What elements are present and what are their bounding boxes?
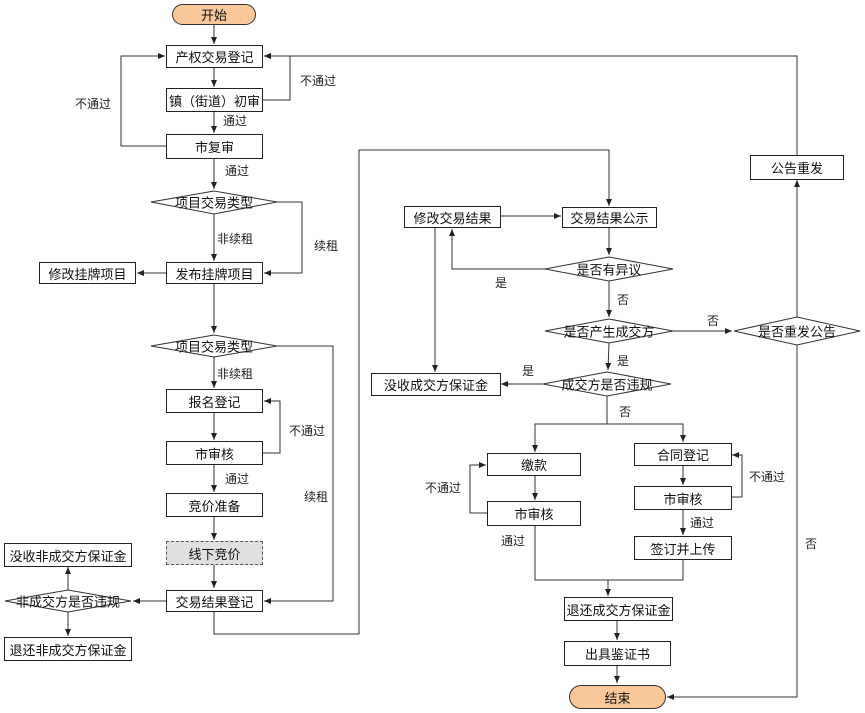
edge-label-renew1: 续租	[314, 239, 339, 253]
diamond-non-violate	[4, 589, 132, 613]
edge-label-fail-pay: 不通过	[425, 481, 462, 495]
box-city-check2: 市审核	[487, 501, 581, 526]
box-city-check1: 市审核	[166, 441, 263, 465]
edge-label-non-renew2: 非续租	[217, 367, 254, 381]
diamond-violate-label: 成交方是否违规	[561, 378, 653, 394]
diamond-deal-label: 是否产生成交方	[563, 325, 655, 341]
edge-label-pass2: 通过	[225, 164, 250, 178]
edge-label-no-reannounce: 否	[805, 537, 818, 551]
edge-label-yes-deal: 是	[617, 354, 630, 368]
edge-label-no-violate: 否	[619, 405, 632, 419]
box-result-publish: 交易结果公示	[562, 207, 657, 228]
diamond-type2-label: 项目交易类型	[174, 340, 254, 356]
box-contract-reg: 合同登记	[634, 443, 732, 466]
diamond-objection-label: 是否有异议	[576, 263, 642, 279]
box-modify-result: 修改交易结果	[404, 206, 501, 228]
edge-label-fail-contract: 不通过	[749, 470, 786, 484]
diamond-objection	[544, 256, 674, 282]
edge-label-non-renew1: 非续租	[217, 232, 254, 246]
edge-label-no-deal: 否	[707, 314, 720, 328]
box-refund-non: 退还非成交方保证金	[4, 637, 132, 661]
diamond-type1-label: 项目交易类型	[174, 196, 254, 212]
box-register: 产权交易登记	[166, 45, 263, 68]
diamond-reannounce	[733, 316, 861, 346]
box-bid-prep: 竞价准备	[166, 493, 263, 517]
box-payment: 缴款	[487, 453, 581, 476]
edge-label-fail-right: 不通过	[300, 74, 337, 88]
edge-label-fail-left: 不通过	[75, 97, 112, 111]
box-re-announce: 公告重发	[750, 155, 844, 180]
box-town-review: 镇（街道）初审	[166, 88, 263, 112]
start-terminal: 开始	[172, 4, 256, 25]
edge-label-yes-violate: 是	[522, 364, 535, 378]
box-confiscate-non: 没收非成交方保证金	[4, 543, 132, 567]
edge-label-pass-pay: 通过	[501, 534, 526, 548]
edge-label-no-objection: 否	[617, 293, 630, 307]
edge-label-pass-contract: 通过	[690, 516, 715, 530]
edge-label-pass1: 通过	[223, 114, 248, 128]
box-sign-upload: 签订并上传	[634, 536, 732, 560]
edge-label-pass3: 通过	[225, 472, 250, 486]
diamond-non-violate-label: 非成交方是否违规	[15, 595, 121, 611]
box-confiscate-deal: 没收成交方保证金	[371, 373, 501, 396]
box-city-check3: 市审核	[634, 486, 732, 510]
box-publish: 发布挂牌项目	[166, 262, 263, 284]
edge-label-fail-signup: 不通过	[289, 424, 326, 438]
diamond-violate	[542, 371, 672, 397]
edge-label-renew2: 续租	[304, 490, 329, 504]
box-result-reg: 交易结果登记	[166, 590, 263, 612]
box-city-review: 市复审	[166, 134, 263, 159]
box-signup: 报名登记	[166, 389, 263, 413]
box-certificate: 出具鉴证书	[564, 641, 671, 666]
box-modify-listing: 修改挂牌项目	[39, 262, 136, 284]
diamond-reannounce-label: 是否重发公告	[757, 325, 837, 341]
edge-label-yes-objection: 是	[495, 276, 508, 290]
box-offline-bid: 线下竞价	[166, 541, 263, 565]
box-refund-deal: 退还成交方保证金	[564, 597, 673, 621]
end-terminal: 结束	[569, 685, 666, 709]
